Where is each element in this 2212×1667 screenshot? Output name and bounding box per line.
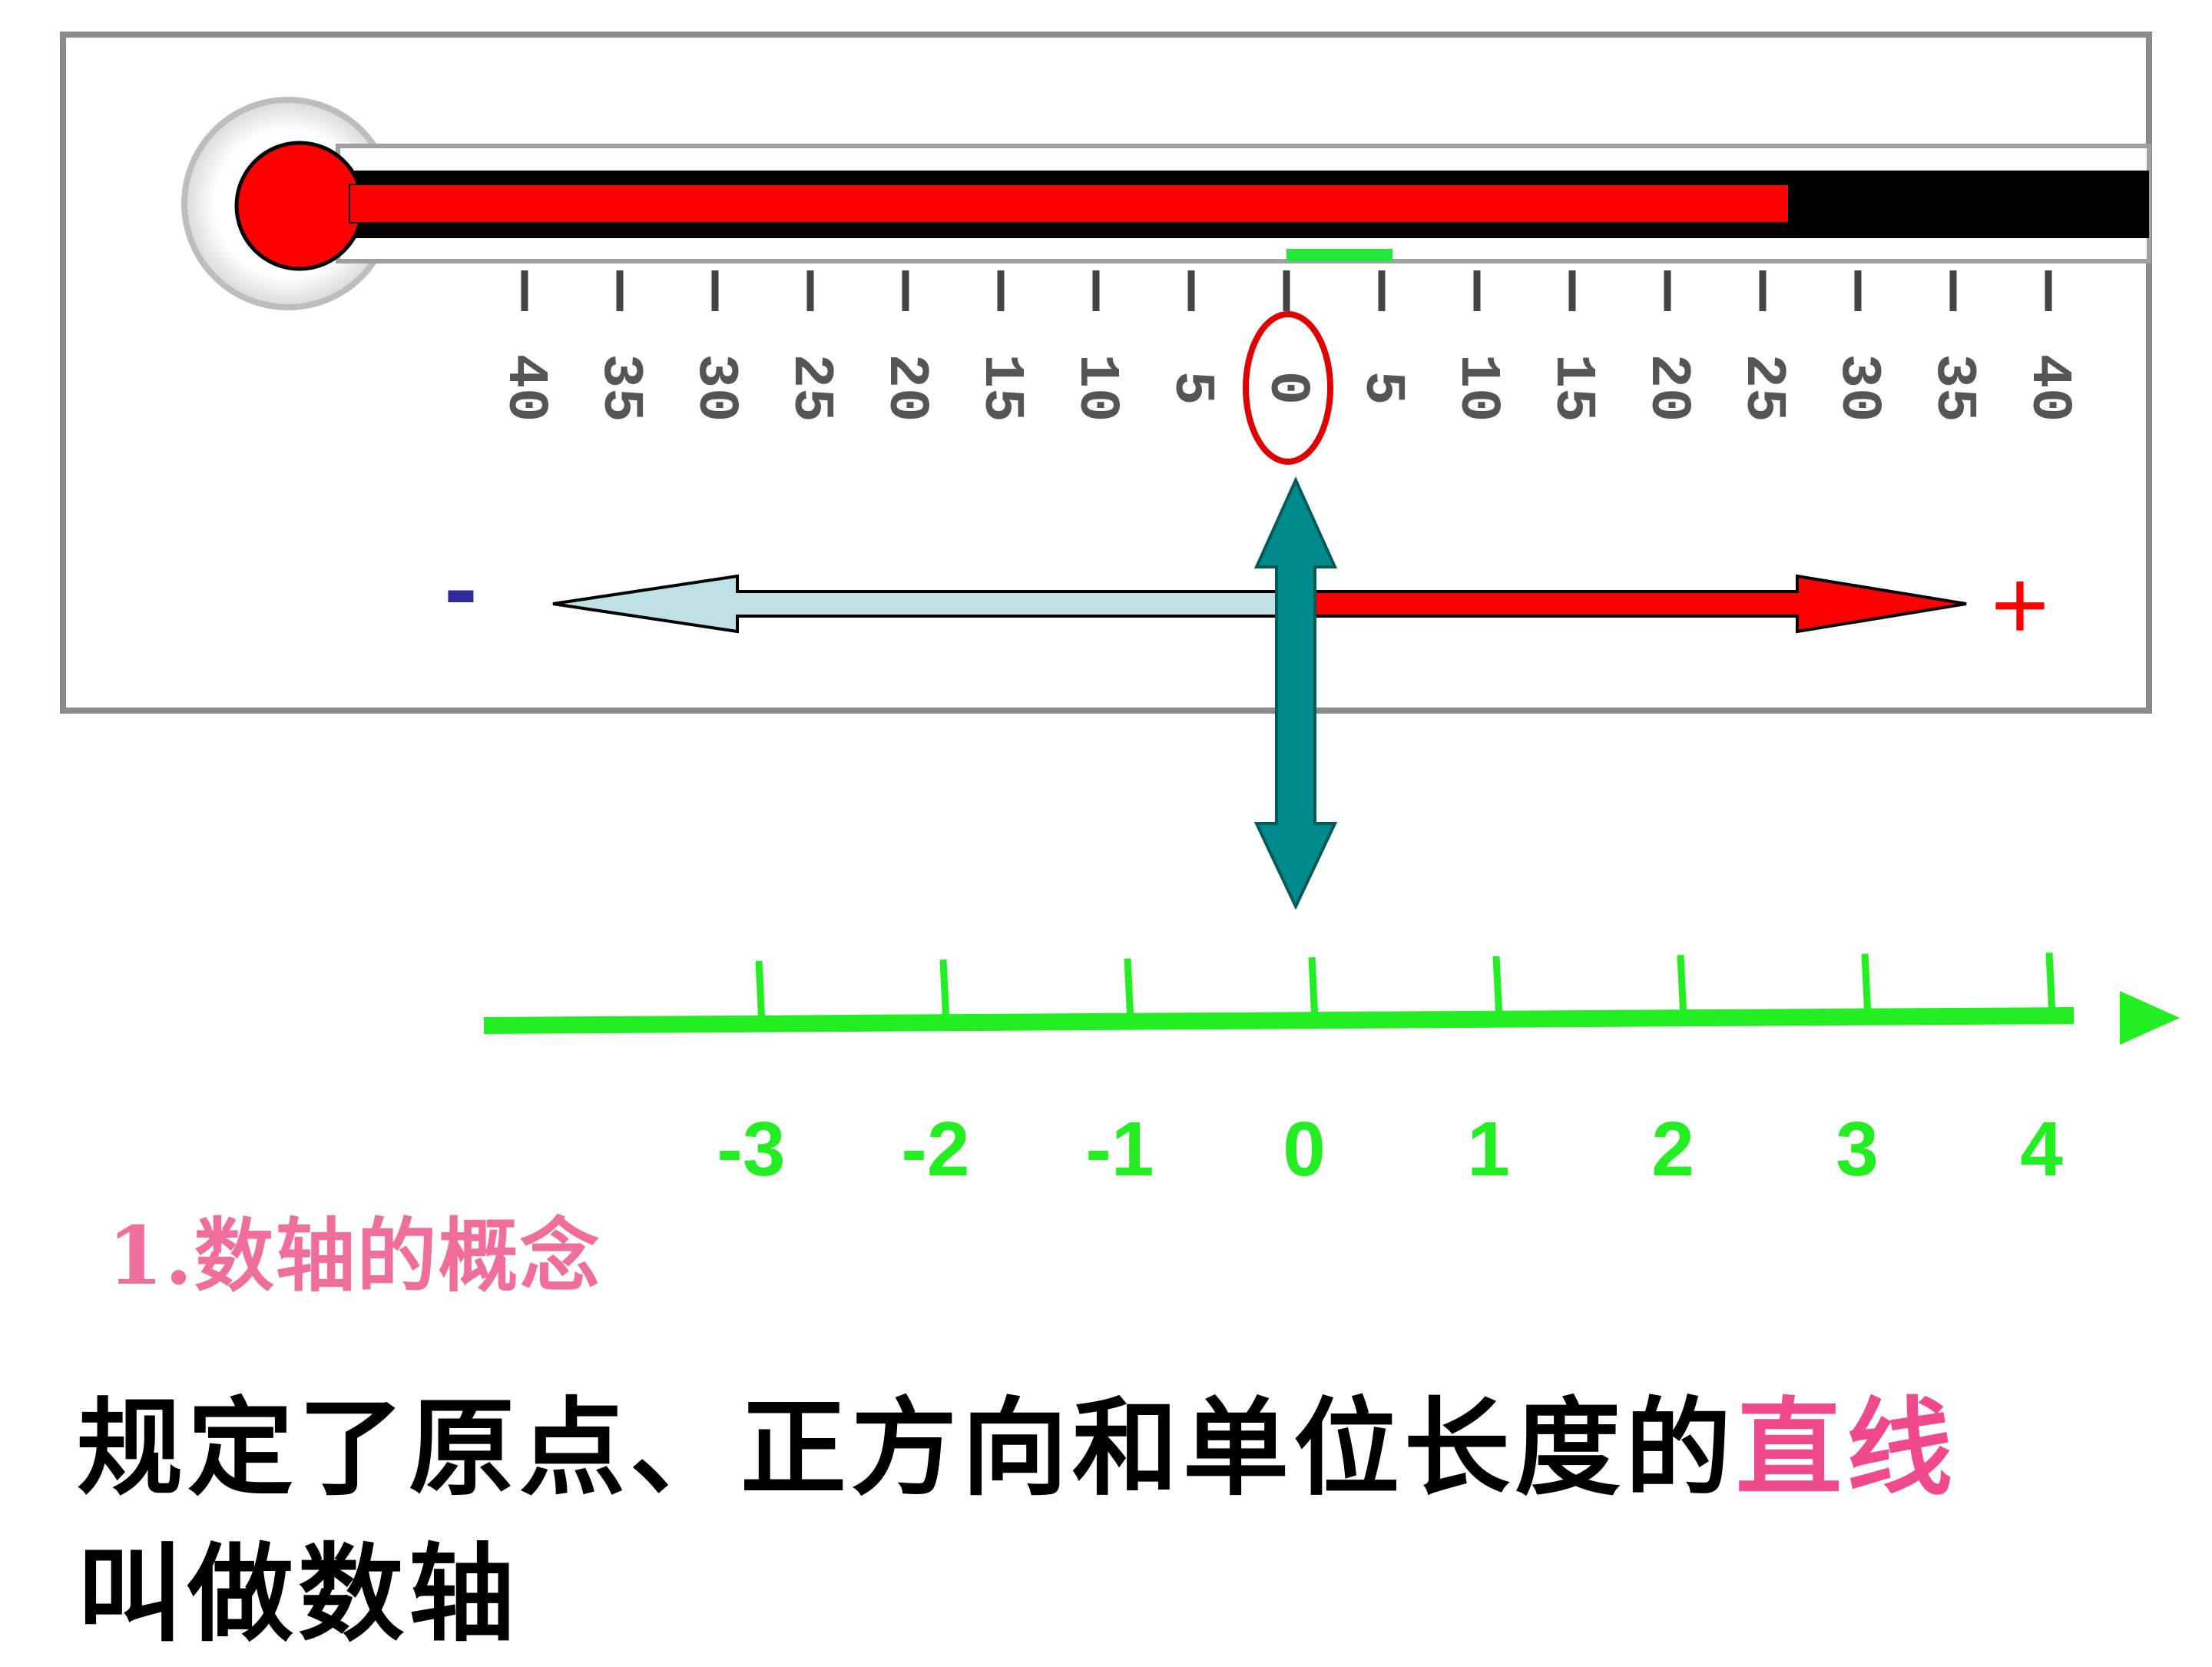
thermometer-scale-label: 10 — [1445, 354, 1509, 423]
number-axis-label: -1 — [1086, 1106, 1154, 1192]
positive-sign: + — [1991, 548, 2049, 661]
thermometer-scale-label: 35 — [1921, 354, 1985, 423]
number-axis-label: -2 — [902, 1106, 970, 1192]
number-axis-line — [483, 1007, 2075, 1034]
thermometer-scale-label: 35 — [588, 354, 652, 423]
negative-sign: - — [444, 532, 477, 644]
negative-direction-arrow — [552, 574, 1300, 634]
thermometer-scale-label: 25 — [1730, 354, 1795, 423]
thermometer-scale-label: 25 — [778, 354, 843, 423]
thermometer-scale-label: 15 — [969, 354, 1033, 423]
number-axis-label: 0 — [1283, 1106, 1326, 1192]
number-axis: -3 -2 -1 0 1 2 3 4 — [483, 952, 2180, 1192]
number-axis-label: -3 — [717, 1106, 786, 1192]
definition-line-1: 规定了原点、正方向和单位长度的直线 — [77, 1375, 1957, 1521]
positive-direction-arrow — [1296, 574, 1967, 634]
link-double-arrow — [1253, 476, 1338, 910]
thermometer-scale-label: 20 — [873, 354, 938, 423]
thermometer-scale-label: 30 — [1826, 354, 1890, 423]
number-axis-tick — [1492, 956, 1503, 1019]
thermometer-scale-label: 15 — [1540, 354, 1604, 423]
number-axis-label: 3 — [1836, 1106, 1879, 1192]
thermometer-scale-label: 30 — [683, 354, 747, 423]
thermometer-bulb — [234, 141, 365, 271]
number-axis-labels: -3 -2 -1 0 1 2 3 4 — [717, 1106, 2064, 1192]
direction-arrows: - + — [444, 476, 2049, 910]
definition-text: 规定了原点、正方向和单位长度的直线 叫做数轴 — [77, 1375, 1957, 1667]
thermometer-scale-label: 5 — [1349, 371, 1414, 405]
thermometer-scale-label: 40 — [492, 354, 557, 423]
number-axis-label: 2 — [1651, 1106, 1694, 1192]
number-axis-label: 1 — [1467, 1106, 1510, 1192]
thermometer-ticks — [521, 270, 2052, 311]
section-heading: 1.数轴的概念 — [108, 1208, 601, 1303]
zero-highlight-circle — [1243, 311, 1333, 465]
thermometer-scale-label: 5 — [1159, 371, 1224, 405]
number-axis-tick — [2045, 952, 2056, 1016]
zero-mark — [1286, 249, 1392, 261]
number-axis-ticks — [755, 952, 2056, 1024]
number-axis-tick — [939, 959, 950, 1023]
definition-line-1-text: 规定了原点、正方向和单位长度的 — [77, 1385, 1737, 1510]
number-axis-tick — [1308, 956, 1319, 1021]
mercury-column — [349, 184, 1790, 224]
thermometer-scale-label: 20 — [1635, 354, 1700, 423]
number-axis-tick — [1124, 958, 1134, 1022]
thermometer-scale-label: 10 — [1064, 354, 1128, 423]
number-axis-tick — [755, 960, 766, 1024]
number-axis-label: 4 — [2020, 1106, 2063, 1192]
thermometer-scale-label: 0 — [1254, 371, 1319, 405]
number-axis-tick — [1677, 954, 1687, 1019]
number-axis-tick — [1861, 953, 1872, 1017]
thermometer-scale-label: 40 — [2016, 354, 2081, 423]
number-axis-arrowhead — [2120, 991, 2180, 1045]
definition-highlight: 直线 — [1736, 1385, 1958, 1510]
definition-line-2: 叫做数轴 — [77, 1531, 520, 1656]
